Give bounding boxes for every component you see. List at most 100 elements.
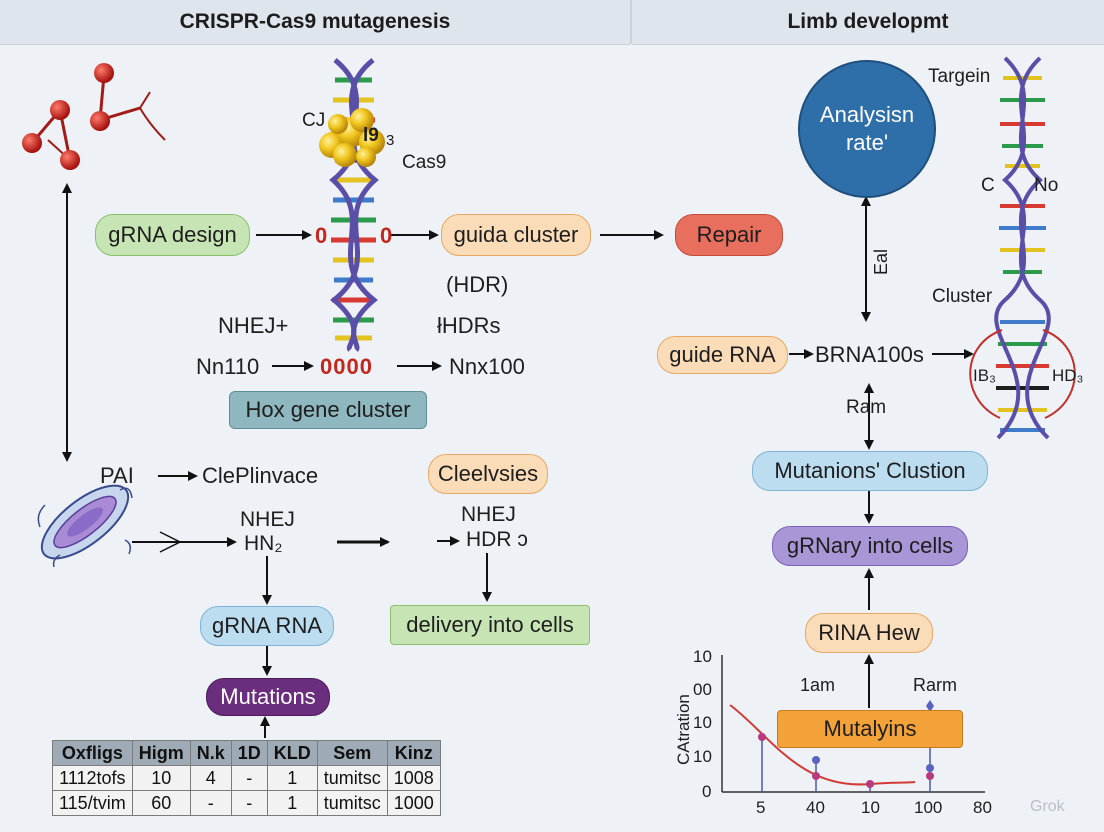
mutalyins-box: Mutalyins: [777, 710, 963, 748]
analysis-line1: Analysisn: [819, 102, 915, 127]
table-cell: tumitsc: [316, 765, 388, 791]
analysis-rate-circle: Analysisn rate': [798, 60, 936, 198]
chart-annotation: 1am: [800, 675, 836, 695]
chart-y-tick: 0: [702, 782, 712, 801]
chart-y-label: CAtration: [674, 694, 693, 765]
table-cell: 1000: [386, 790, 441, 816]
repair-box: Repair: [675, 214, 783, 256]
cleplinvace-label: ClePlinvace: [202, 463, 319, 488]
hdr-paren-label: (HDR): [446, 272, 509, 297]
header-left: CRISPR-Cas9 mutagenesis: [0, 0, 630, 45]
no-label: No: [1034, 175, 1059, 196]
nhej-plus-label: NHEJ+: [218, 313, 289, 338]
nhej-a-label: NHEJ: [240, 508, 295, 531]
dna-helix-icon: [969, 56, 1076, 440]
table-cell: -: [189, 790, 232, 816]
table-cell: 1: [266, 765, 318, 791]
analysis-line2: rate': [845, 130, 889, 155]
chart-x-tick: 100: [914, 798, 943, 817]
zero-right: 0: [380, 223, 393, 248]
guide-rna-box: guide RNA: [657, 336, 788, 374]
c-label: C: [981, 175, 995, 196]
hn2-label: HN₂: [244, 532, 283, 555]
table-header-row: Oxfligs Higm N.k 1D KLD Sem Kinz: [52, 740, 441, 766]
zero-left: 0: [315, 223, 328, 248]
chart-point: [812, 772, 820, 780]
rina-hew-box: RINA Hew: [805, 613, 933, 653]
hox-gene-cluster-box: Hox gene cluster: [229, 391, 427, 429]
grna-design-box: gRNA design: [95, 214, 250, 256]
chart-point: [866, 780, 874, 788]
guida-cluster-box: guida cluster: [441, 214, 591, 256]
table-cell: tumitsc: [316, 790, 388, 816]
cell-icon: [37, 484, 133, 568]
table-cell: 115/tvim: [52, 790, 133, 816]
chart-curve: [729, 704, 916, 786]
data-table: Oxfligs Higm N.k 1D KLD Sem Kinz 1112tof…: [52, 740, 441, 816]
hd3-label: HD₃: [1052, 366, 1084, 385]
grnary-box: gRNary into cells: [772, 526, 968, 566]
header-divider: [630, 0, 632, 44]
chart-x-tick: 40: [806, 798, 825, 817]
chart-x-tick: 5: [756, 798, 766, 817]
table-header-cell: Kinz: [386, 740, 441, 766]
chart-point: [758, 733, 766, 741]
zeros-label: 0000: [320, 354, 373, 379]
molecule-icon: [22, 63, 166, 170]
table-header-cell: KLD: [266, 740, 318, 766]
table-header-cell: 1D: [230, 740, 268, 766]
table-cell: 10: [131, 765, 191, 791]
cas9-label: Cas9: [402, 152, 447, 173]
ib3-label: IB₃: [973, 366, 996, 385]
targein-label: Targein: [928, 66, 991, 87]
cas-label-a: CJ: [302, 110, 326, 131]
chart-y-tick: 00: [693, 680, 712, 699]
cas-label-b: l9: [363, 125, 379, 146]
cas9-protein-icon: [319, 108, 385, 167]
table-cell: 4: [189, 765, 232, 791]
chart-annotation: Rarm: [913, 675, 957, 695]
ram-label: Ram: [846, 397, 887, 418]
cleelvsies-box: Cleelvsies: [428, 454, 548, 494]
chart-point: [812, 756, 820, 764]
chart-x-tick: 10: [861, 798, 880, 817]
chart-y-tick: 10: [693, 713, 712, 732]
chart-y-tick: 10: [693, 747, 712, 766]
table-header-cell: N.k: [189, 740, 232, 766]
cluster-label: Cluster: [932, 286, 993, 307]
hdrs-label: łHDRs: [437, 313, 501, 338]
chart-y-tick: 10: [693, 647, 712, 666]
eal-label: Eal: [871, 248, 891, 275]
watermark: Grok: [1030, 798, 1065, 815]
table-cell: 1008: [386, 765, 441, 791]
table-cell: -: [230, 765, 268, 791]
table-cell: 60: [131, 790, 191, 816]
nhej-b-label: NHEJ: [461, 503, 516, 526]
mutations-box: Mutations: [206, 678, 330, 716]
table-header-cell: Sem: [316, 740, 388, 766]
chart-point: [926, 764, 934, 772]
cas-label-c: 3: [386, 132, 395, 149]
brna-label: BRNA100s: [815, 342, 924, 367]
mutanions-clustion-box: Mutanions' Clustion: [752, 451, 988, 491]
grna-rna-box: gRNA RNA: [200, 606, 334, 646]
header-right: Limb developmt: [632, 0, 1104, 45]
nnx100-label: Nnx100: [449, 354, 525, 379]
table-cell: 1112tofs: [52, 765, 133, 791]
nn110-label: Nn110: [196, 354, 260, 379]
table-row: 1112tofs 10 4 - 1 tumitsc 1008: [52, 765, 441, 791]
chart-point: [926, 772, 934, 780]
chart-point: [926, 700, 934, 712]
table-header-cell: Higm: [131, 740, 191, 766]
delivery-box: delivery into cells: [390, 605, 590, 645]
table-row: 115/tvim 60 - - 1 tumitsc 1000: [52, 790, 441, 816]
chart-x-tick: 80: [973, 798, 992, 817]
table-header-cell: Oxfligs: [52, 740, 133, 766]
dna-helix-icon: [329, 58, 379, 352]
table-cell: 1: [266, 790, 318, 816]
table-cell: -: [230, 790, 268, 816]
pai-label: PAI: [100, 463, 134, 488]
hdr-b-label: HDR ɔ: [466, 528, 528, 551]
